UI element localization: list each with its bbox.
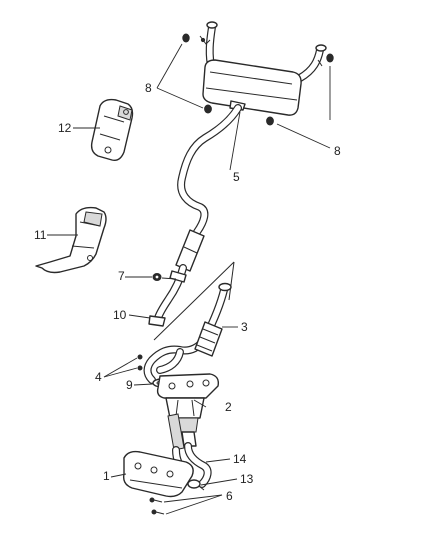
callout-8-right: 8 (334, 144, 341, 158)
callout-2: 2 (225, 400, 232, 414)
callout-14: 14 (233, 452, 247, 466)
isolator-right (326, 53, 334, 63)
right-manifold (156, 373, 220, 447)
callout-11: 11 (34, 228, 47, 242)
callout-7: 7 (118, 269, 125, 283)
front-pipe (143, 282, 232, 384)
studs (137, 354, 143, 371)
manifold-bolts (149, 497, 165, 515)
callout-9: 9 (126, 378, 133, 392)
intermediate-pipe (148, 104, 242, 327)
callout-13: 13 (240, 472, 254, 486)
callout-10: 10 (113, 308, 127, 322)
callout-6: 6 (226, 489, 233, 503)
callout-3: 3 (241, 320, 248, 334)
leader-lines (47, 43, 331, 515)
oxygen-sensor (187, 479, 205, 491)
muffler-assembly (199, 21, 327, 116)
section-bracket (153, 261, 235, 341)
callout-5: 5 (233, 170, 240, 184)
callout-12: 12 (58, 121, 72, 135)
callout-1: 1 (103, 469, 110, 483)
callout-4: 4 (95, 370, 102, 384)
callout-8-left: 8 (145, 81, 152, 95)
clamp-nut (152, 273, 177, 281)
heat-shield-upper (90, 98, 134, 162)
isolator-mid-left (204, 104, 212, 114)
isolator-top-left (182, 33, 190, 43)
isolator-mid-right (266, 116, 274, 126)
left-manifold (122, 450, 194, 498)
heat-shield-lower (35, 206, 107, 274)
